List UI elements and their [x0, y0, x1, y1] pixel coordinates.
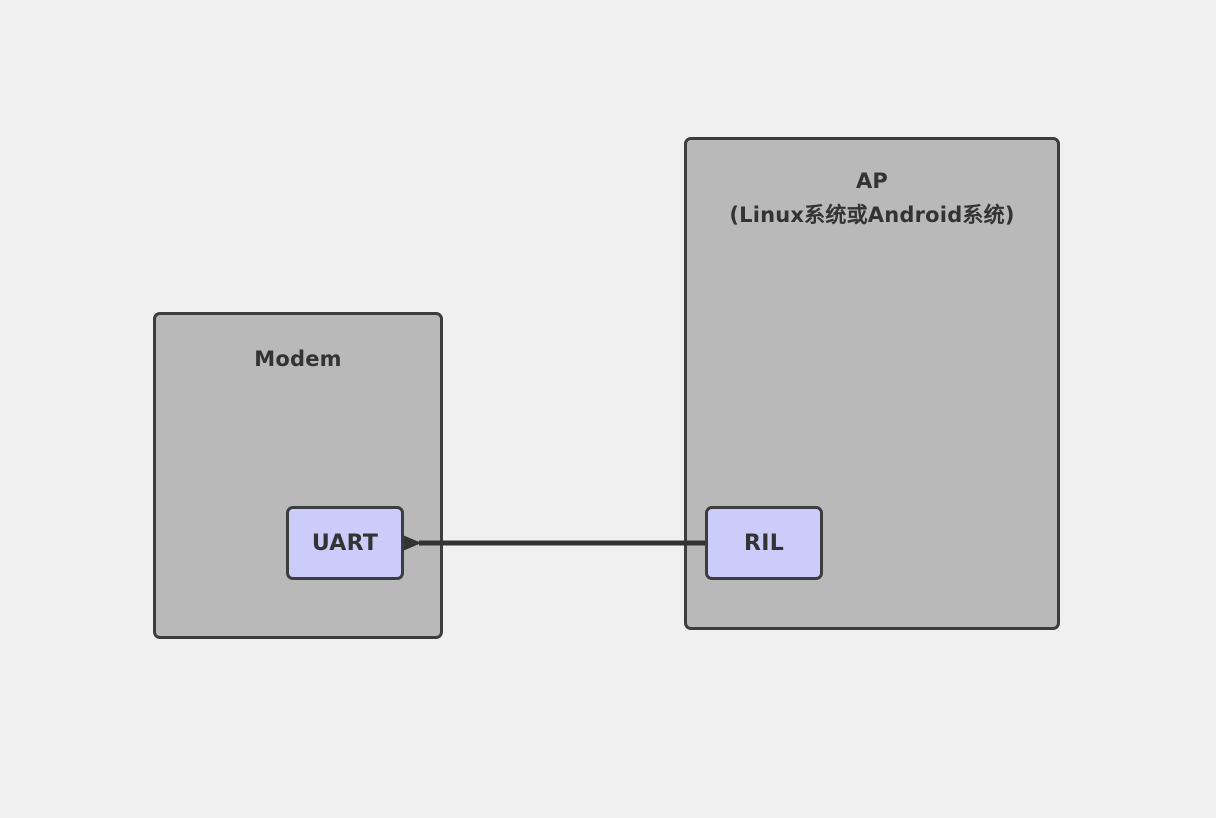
node-modem-label: Modem	[254, 347, 342, 371]
node-ril[interactable]: RIL	[705, 506, 823, 580]
node-modem[interactable]: Modem	[153, 312, 443, 639]
node-uart[interactable]: UART	[286, 506, 404, 580]
node-uart-label: UART	[311, 530, 379, 556]
node-ap-label: AP (Linux系统或Android系统)	[729, 169, 1015, 227]
node-ril-label: RIL	[743, 530, 785, 556]
